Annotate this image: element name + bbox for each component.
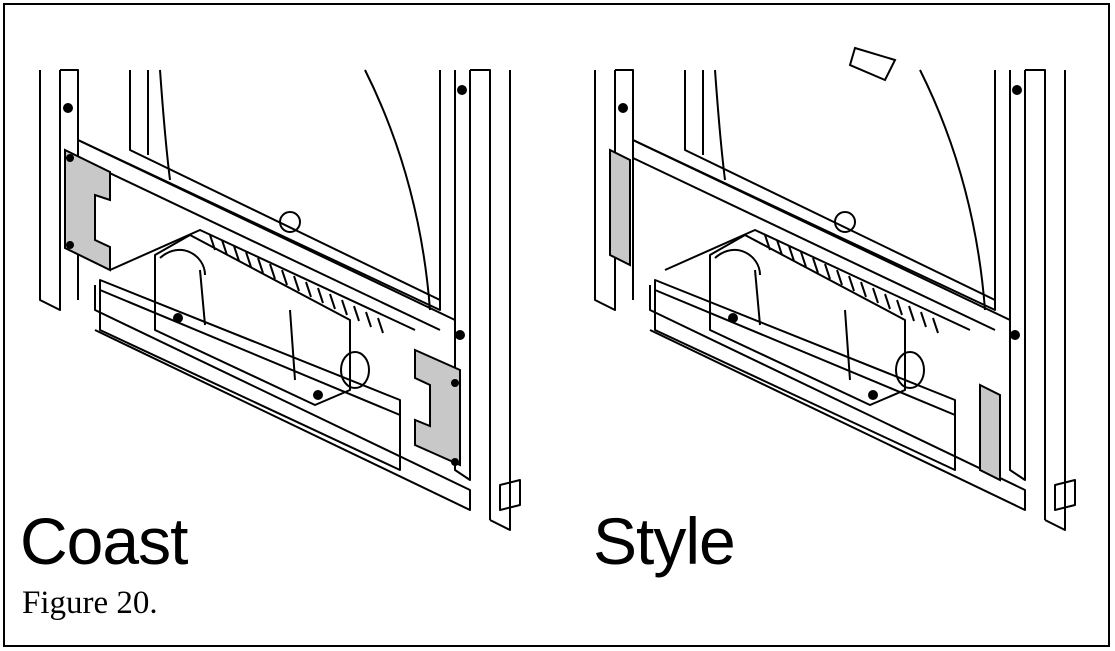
figure-caption: Figure 20. — [22, 585, 158, 621]
right-bracket — [414, 348, 461, 467]
style-illustration — [594, 46, 1076, 531]
coast-label: Coast — [20, 504, 188, 578]
style-label: Style — [593, 504, 736, 578]
right-slim-bracket — [979, 383, 1001, 482]
left-bracket — [64, 148, 111, 272]
coast-illustration — [39, 69, 521, 531]
left-slim-bracket — [609, 148, 631, 267]
